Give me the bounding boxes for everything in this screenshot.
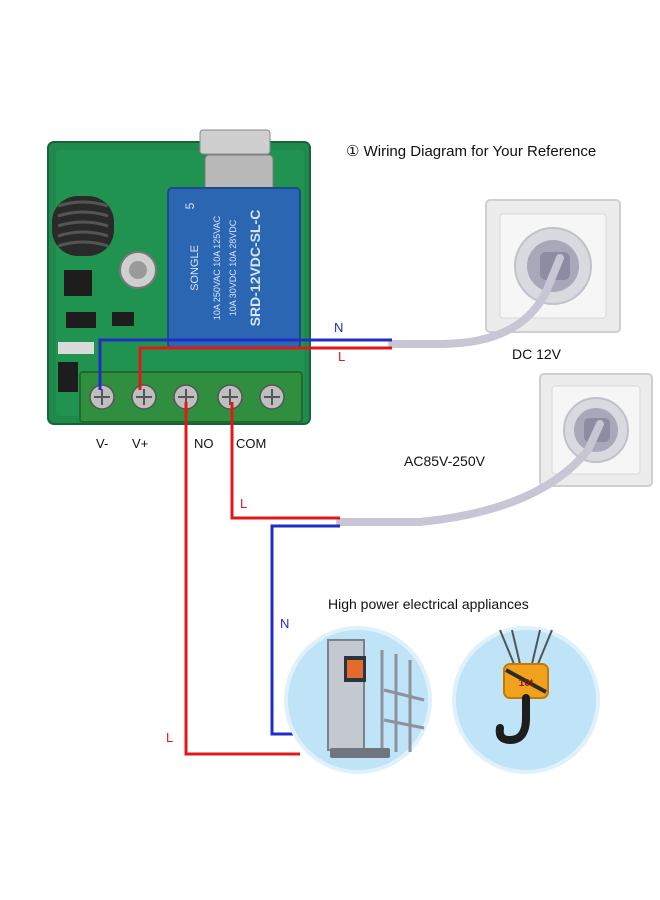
ac-supply-label: AC85V-250V xyxy=(404,453,485,469)
dc-cable xyxy=(388,254,564,348)
terminal-label-no: NO xyxy=(194,436,214,451)
wire-dc-live xyxy=(138,346,392,390)
appliance-live-label: L xyxy=(166,730,174,745)
ac-neutral-label: N xyxy=(280,616,290,631)
wire-appliance-live xyxy=(184,402,300,756)
relay-brand: SONGLE xyxy=(189,245,201,291)
terminal-label-com: COM xyxy=(236,436,267,451)
terminal-block xyxy=(79,371,303,423)
gate-appliance xyxy=(284,626,432,774)
terminal-label-v-plus: V+ xyxy=(132,436,149,451)
relay-number: 5 xyxy=(183,202,197,209)
relay-rating-1: 10A 250VAC 10A 125VAC xyxy=(212,215,222,320)
antenna-coil xyxy=(52,196,114,256)
relay-module: SONGLE 10A 250VAC 10A 125VAC 10A 30VDC 1… xyxy=(167,187,301,349)
crane-hook-appliance: 10t xyxy=(452,626,600,774)
dc-neutral-label: N xyxy=(334,320,344,335)
ac-live-label: L xyxy=(240,496,248,511)
relay-rating-2: 10A 30VDC 10A 28VDC xyxy=(228,219,238,316)
terminal-label-v-minus: V- xyxy=(96,436,109,451)
wire-ac-neutral xyxy=(270,524,340,736)
wire-ac-live xyxy=(230,402,340,520)
wire-dc-neutral xyxy=(98,338,392,390)
diagram-title: ① Wiring Diagram for Your Reference xyxy=(346,143,597,160)
relay-board: SONGLE 10A 250VAC 10A 125VAC 10A 30VDC 1… xyxy=(47,129,311,425)
ac-cable xyxy=(336,420,604,526)
dc-live-label: L xyxy=(338,349,346,364)
dc-supply-label: DC 12V xyxy=(512,346,562,362)
relay-model: SRD-12VDC-SL-C xyxy=(247,210,263,327)
appliances-label: High power electrical appliances xyxy=(328,596,529,612)
crane-tag: 10t xyxy=(519,678,534,689)
